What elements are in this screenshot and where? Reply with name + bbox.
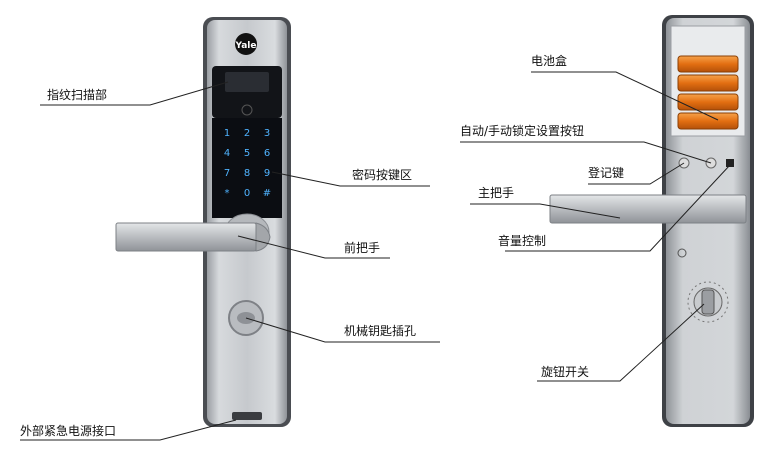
main-handle[interactable] <box>549 194 747 224</box>
keypad-key[interactable]: 5 <box>244 148 250 159</box>
keypad-key[interactable]: 4 <box>224 148 230 159</box>
label-battery-box: 电池盒 <box>531 54 568 68</box>
label-main-handle: 主把手 <box>478 186 515 200</box>
leader-lines <box>20 71 731 441</box>
label-volume-control: 音量控制 <box>498 234 547 248</box>
keypad-key[interactable]: # <box>263 188 271 199</box>
front-handle[interactable] <box>115 222 271 252</box>
volume-switch[interactable] <box>726 159 734 167</box>
keypad-key[interactable]: 9 <box>264 168 270 179</box>
keypad-key[interactable]: 1 <box>224 128 230 139</box>
keypad-key[interactable]: 6 <box>264 148 270 159</box>
keypad-key[interactable]: * <box>225 188 230 199</box>
battery <box>677 55 739 73</box>
batteries <box>677 55 739 130</box>
yale-logo-badge <box>235 33 257 55</box>
front-panel: Yale 1 2 3 4 5 6 7 8 9 * 0 # <box>203 17 291 427</box>
label-register-key: 登记键 <box>588 166 625 180</box>
keypad-key[interactable]: 0 <box>244 188 250 199</box>
label-keypad-area: 密码按键区 <box>352 168 413 182</box>
label-mechanical-keyhole: 机械钥匙插孔 <box>344 324 417 338</box>
label-front-handle: 前把手 <box>344 241 381 255</box>
battery <box>677 112 739 130</box>
keypad-key[interactable]: 7 <box>224 168 230 179</box>
label-knob-switch: 旋钮开关 <box>541 365 590 379</box>
keypad-key[interactable]: 8 <box>244 168 250 179</box>
yale-logo-text: Yale <box>235 41 257 51</box>
label-fingerprint-scanner: 指纹扫描部 <box>47 88 108 102</box>
label-external-power-port: 外部紧急电源接口 <box>20 424 117 438</box>
battery <box>677 74 739 92</box>
external-power-port[interactable] <box>232 412 262 420</box>
battery <box>677 93 739 111</box>
keypad-keys: 1 2 3 4 5 6 7 8 9 * 0 # <box>224 128 271 199</box>
keypad-key[interactable]: 3 <box>264 128 270 139</box>
keypad-area <box>212 118 282 218</box>
keypad-key[interactable]: 2 <box>244 128 250 139</box>
label-auto-manual-lock-button: 自动/手动锁定设置按钮 <box>460 124 585 138</box>
